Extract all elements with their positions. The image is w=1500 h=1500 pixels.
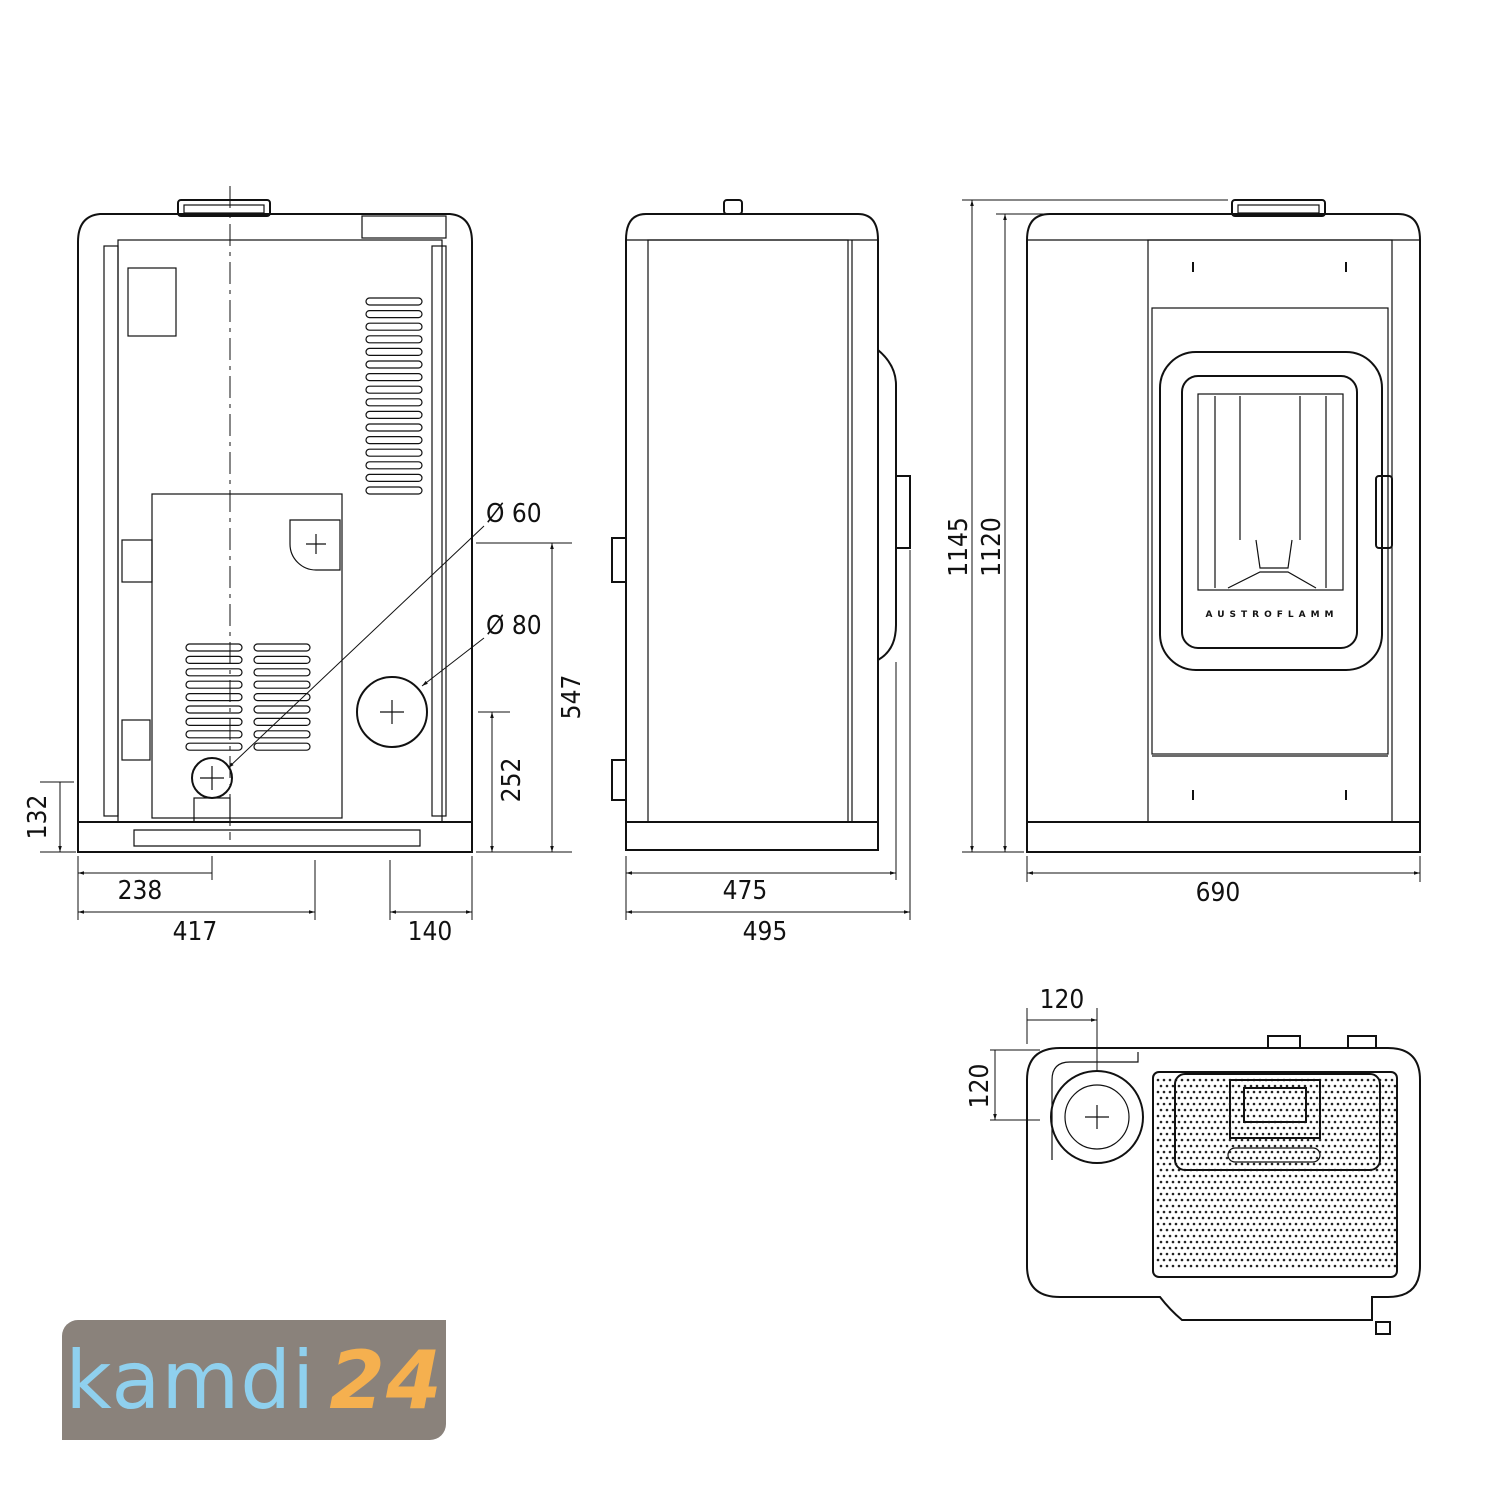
side-dimensions: 475 495 [625,550,911,947]
louver [253,668,311,677]
dim-495: 495 [743,917,788,947]
rear-dimensions: 132 238 417 140 252 547 Ø 60 Ø 80 [23,499,587,947]
top-view [1026,1035,1421,1335]
louver [253,742,311,751]
louver [185,717,243,727]
louver [253,643,311,652]
louver [185,655,243,665]
louver [365,335,423,344]
louver [253,655,311,665]
louver [365,322,423,331]
louver [365,461,423,470]
louver [185,730,243,739]
louver [253,692,311,702]
front-view: AUSTROFLAMM [1026,199,1421,853]
logo-text-24: 24 [329,1333,443,1427]
louver [365,473,423,482]
vent-louvers [185,297,423,751]
dim-132: 132 [23,795,53,840]
louver [365,436,423,445]
louver [365,486,423,495]
louver [365,347,423,356]
dim-1120: 1120 [977,517,1007,577]
brand-austroflamm: AUSTROFLAMM [1206,610,1339,620]
top-dimensions: 120 120 [965,985,1098,1121]
louver [365,410,423,419]
dim-238: 238 [118,876,163,906]
louver [365,297,423,306]
dim-top-120-x: 120 [1040,985,1085,1015]
louver [365,310,423,319]
louver [185,668,243,677]
dim-475: 475 [723,876,768,906]
louver [185,643,243,652]
louver [253,717,311,727]
logo-text-kamdi: kamdi [65,1333,316,1427]
dim-top-120-y: 120 [965,1064,995,1109]
dim-547: 547 [557,675,587,720]
dim-140: 140 [408,917,453,947]
front-dimensions: 1145 1120 690 [944,199,1421,908]
louver [185,680,243,689]
dim-252: 252 [497,758,527,803]
grill-perforation [1156,1078,1397,1268]
dim-690: 690 [1196,878,1241,908]
louver [253,705,311,714]
dim-1145: 1145 [944,517,974,577]
louver [365,448,423,457]
louver [365,385,423,394]
side-view [611,199,911,851]
louver [185,705,243,714]
louver [185,742,243,751]
louver [365,373,423,382]
dim-417: 417 [173,917,218,947]
louver [365,398,423,407]
louver [365,423,423,432]
louver [365,360,423,369]
louver [253,730,311,739]
dim-diameter-60: Ø 60 [486,499,542,529]
rear-view [77,186,473,853]
louver [185,692,243,702]
louver [253,680,311,689]
dim-diameter-80: Ø 80 [486,611,542,641]
